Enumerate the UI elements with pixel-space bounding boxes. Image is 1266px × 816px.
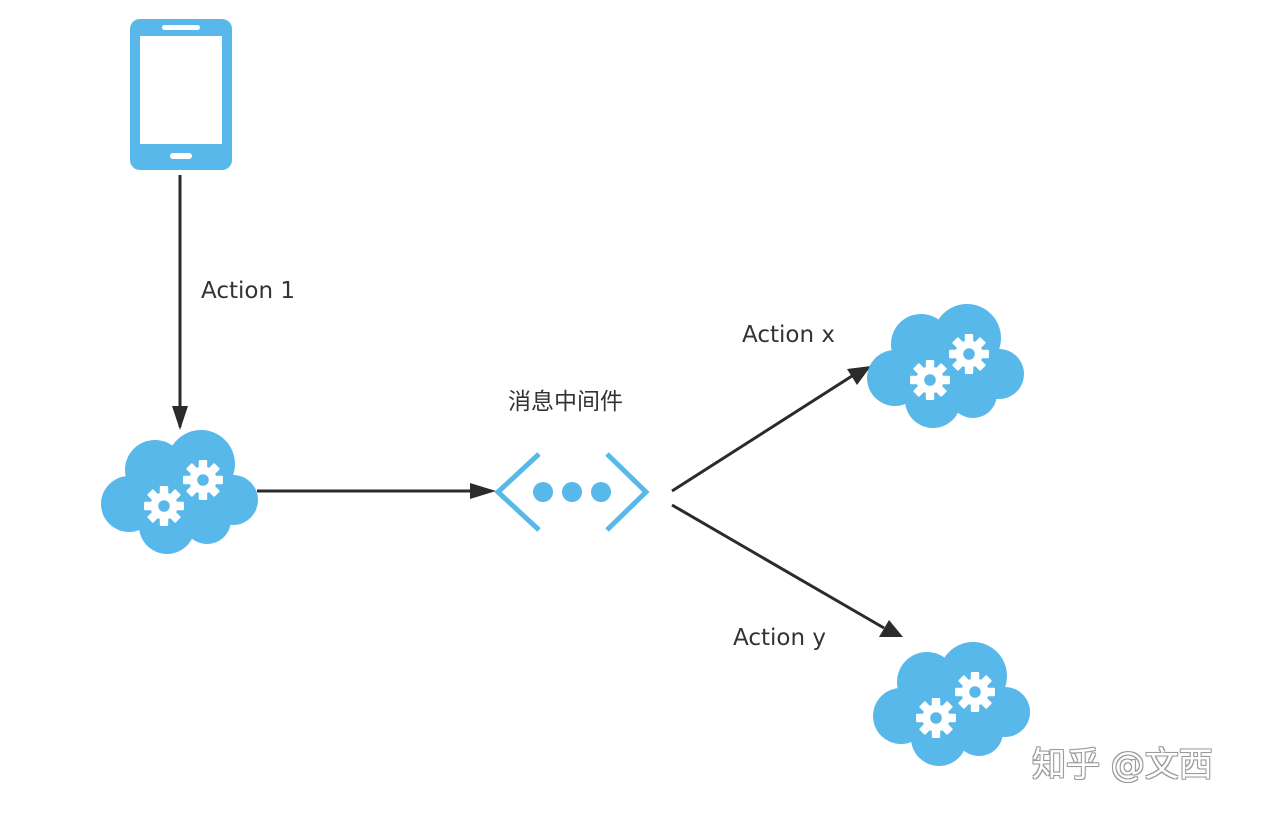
edge-label-action-1: Action 1 [201, 278, 295, 304]
arrow-middleware-to-service-y [671, 503, 903, 637]
edge-label-action-y: Action y [733, 625, 826, 651]
cloud-gears-icon-service-y [873, 642, 1030, 766]
arrow-middleware-to-service-x [671, 366, 871, 493]
edge-label-action-x: Action x [742, 322, 835, 348]
arrow-server-to-middleware [257, 483, 496, 499]
middleware-label: 消息中间件 [508, 389, 623, 415]
message-queue-icon [494, 452, 650, 532]
arrow-phone-to-server [172, 175, 188, 430]
cloud-gears-icon-origin [101, 430, 258, 554]
cloud-gears-icon-service-x [867, 304, 1024, 428]
smartphone-icon [130, 19, 232, 170]
watermark-text: 知乎 @文西 [1032, 745, 1213, 785]
